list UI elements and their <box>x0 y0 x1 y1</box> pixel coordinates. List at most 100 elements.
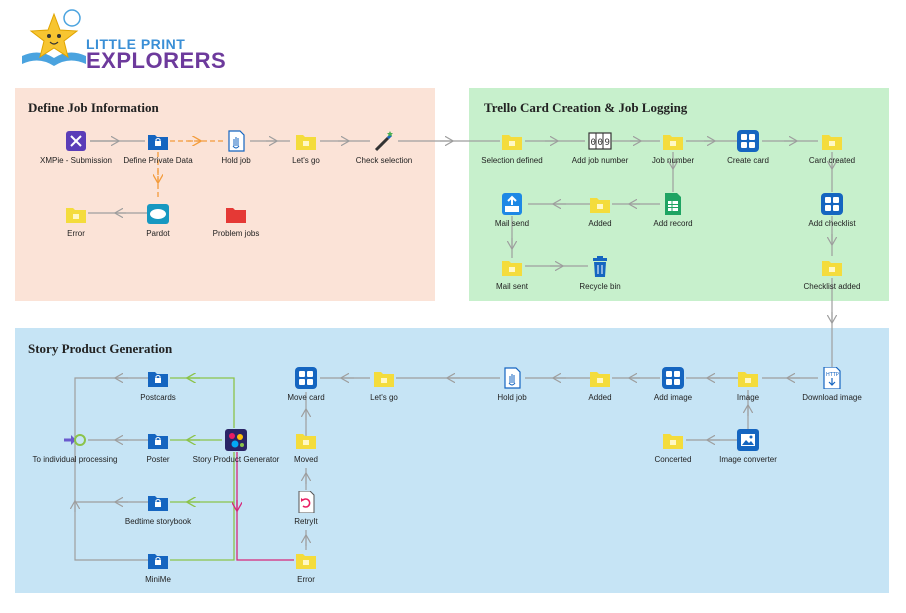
node-story-generator[interactable]: Story Product Generator <box>181 429 291 464</box>
node-add-image[interactable]: Add image <box>618 367 728 402</box>
svg-text:0: 0 <box>591 138 596 148</box>
node-label: Image <box>736 393 760 402</box>
yellow-folder-icon <box>661 429 685 451</box>
node-job-number[interactable]: Job number <box>618 130 728 165</box>
node-label: Hold job <box>497 393 527 402</box>
blue-lock-folder-icon <box>146 367 170 389</box>
section-define-title: Define Job Information <box>28 100 159 115</box>
node-label: Card created <box>808 156 856 165</box>
magic-wand-icon <box>372 130 396 152</box>
section-trello-title: Trello Card Creation & Job Logging <box>484 100 688 115</box>
node-label: Poster <box>146 455 170 464</box>
node-bedtime[interactable]: Bedtime storybook <box>103 491 213 526</box>
yellow-folder-icon <box>736 367 760 389</box>
node-concerted[interactable]: Concerted <box>618 429 728 464</box>
node-label: Concerted <box>654 455 692 464</box>
node-label: RetryIt <box>294 517 318 526</box>
node-move-card[interactable]: Move card <box>251 367 361 402</box>
svg-text:HTTP: HTTP <box>826 372 839 378</box>
node-label: Define Private Data <box>123 156 193 165</box>
blue-lock-folder-icon <box>146 549 170 571</box>
node-label: Add image <box>653 393 693 402</box>
node-problem-jobs[interactable]: Problem jobs <box>181 203 291 238</box>
node-check-selection[interactable]: Check selection <box>329 130 439 165</box>
trello-icon <box>820 193 844 215</box>
node-add-checklist[interactable]: Add checklist <box>777 193 887 228</box>
node-download-image[interactable]: HTTP Download image <box>777 367 887 402</box>
node-error-1[interactable]: Error <box>21 203 131 238</box>
node-error-2[interactable]: Error <box>251 549 361 584</box>
node-selection-defined[interactable]: Selection defined <box>457 130 567 165</box>
yellow-folder-icon <box>500 256 524 278</box>
node-label: Selection defined <box>481 156 543 165</box>
node-label: Check selection <box>355 156 413 165</box>
merge-arrow-icon <box>63 429 87 451</box>
red-folder-icon <box>224 203 248 225</box>
node-to-individual[interactable]: To individual processing <box>20 429 130 464</box>
node-postcards[interactable]: Postcards <box>103 367 213 402</box>
node-label: Problem jobs <box>212 229 260 238</box>
node-poster[interactable]: Poster <box>103 429 213 464</box>
xmpie-app-icon <box>64 130 88 152</box>
node-label: Moved <box>293 455 318 464</box>
hand-document-icon <box>500 367 524 389</box>
node-label: XMPie - Submission <box>39 156 113 165</box>
node-create-card[interactable]: Create card <box>693 130 803 165</box>
node-mail-sent[interactable]: Mail sent <box>457 256 567 291</box>
node-label: Story Product Generator <box>192 455 280 464</box>
node-xmpie[interactable]: XMPie - Submission <box>21 130 131 165</box>
node-label: Move card <box>287 393 325 402</box>
yellow-folder-icon <box>294 130 318 152</box>
yellow-folder-icon <box>820 256 844 278</box>
node-label: Pardot <box>146 229 170 238</box>
node-hold-job-1[interactable]: Hold job <box>181 130 291 165</box>
node-recycle-bin[interactable]: Recycle bin <box>545 256 655 291</box>
blue-lock-folder-icon <box>146 130 170 152</box>
node-hold-job-2[interactable]: Hold job <box>457 367 567 402</box>
node-lets-go-2[interactable]: Let's go <box>329 367 439 402</box>
node-label: Hold job <box>221 156 251 165</box>
node-mail-send[interactable]: Mail send <box>457 193 567 228</box>
node-image-converter[interactable]: Image converter <box>693 429 803 464</box>
node-image[interactable]: Image <box>693 367 803 402</box>
node-add-record[interactable]: Add record <box>618 193 728 228</box>
node-pardot[interactable]: Pardot <box>103 203 213 238</box>
yellow-folder-icon <box>820 130 844 152</box>
yellow-folder-icon <box>64 203 88 225</box>
node-added-2[interactable]: Added <box>545 367 655 402</box>
node-lets-go-1[interactable]: Let's go <box>251 130 361 165</box>
trello-icon <box>661 367 685 389</box>
node-label: Job number <box>651 156 695 165</box>
salesforce-icon <box>146 203 170 225</box>
node-moved[interactable]: Moved <box>251 429 361 464</box>
sheets-icon <box>661 193 685 215</box>
node-label: Create card <box>727 156 769 165</box>
node-label: Mail send <box>494 219 530 228</box>
yellow-folder-icon <box>294 429 318 451</box>
trello-icon <box>736 130 760 152</box>
node-label: To individual processing <box>32 455 118 464</box>
node-label: Let's go <box>370 393 398 402</box>
node-checklist-added[interactable]: Checklist added <box>777 256 887 291</box>
node-label: Checklist added <box>803 282 861 291</box>
node-label: Mail sent <box>495 282 528 291</box>
yellow-folder-icon <box>588 193 612 215</box>
blue-lock-folder-icon <box>146 491 170 513</box>
node-card-created[interactable]: Card created <box>777 130 887 165</box>
connector-generator-error <box>236 452 294 561</box>
node-label: Bedtime storybook <box>124 517 192 526</box>
section-story-title: Story Product Generation <box>28 341 173 356</box>
yellow-folder-icon <box>294 549 318 571</box>
section-define-job <box>15 88 435 301</box>
node-retryit[interactable]: RetryIt <box>251 491 361 526</box>
node-label: Recycle bin <box>579 282 621 291</box>
yellow-folder-icon <box>500 130 524 152</box>
node-minime[interactable]: MiniMe <box>103 549 213 584</box>
connector-minime-individual <box>74 500 148 561</box>
node-added-1[interactable]: Added <box>545 193 655 228</box>
node-define-private[interactable]: Define Private Data <box>103 130 213 165</box>
blue-lock-folder-icon <box>146 429 170 451</box>
